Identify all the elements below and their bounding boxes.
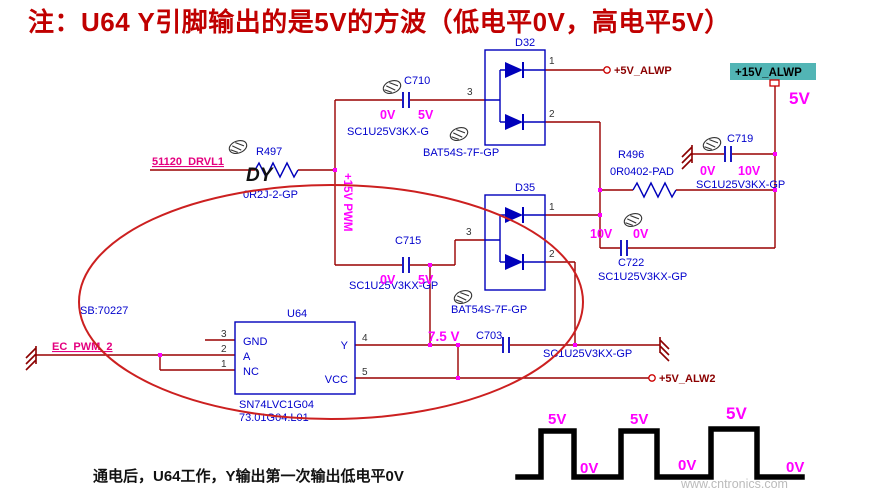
watermark: www.cntronics.com <box>680 477 788 491</box>
d32-pin-number-1: 1 <box>549 56 555 67</box>
capacitor-c719-symbol <box>724 146 732 162</box>
power-port-marker-15v <box>769 79 780 87</box>
net-label-15v-pwm: +15V PWM <box>341 173 353 231</box>
c722-value: SC1U25V3KX-GP <box>598 271 687 283</box>
r496-ref: R496 <box>618 149 644 161</box>
diode-d35-box <box>484 194 546 291</box>
y-pin-voltage-annotation: 7.5 V <box>428 329 460 344</box>
c703-value: SC1U25V3KX-GP <box>543 348 632 360</box>
pencil-mark-c710 <box>382 80 402 94</box>
pencil-mark-d35 <box>453 290 473 304</box>
capacitor-c703-symbol <box>502 337 510 353</box>
u64-pin-number-5: 5 <box>362 367 368 378</box>
highlight-ellipse <box>78 184 584 420</box>
d35-pin-number-1: 1 <box>549 202 555 213</box>
highlight-box-15v-alwp <box>730 63 816 80</box>
resistor-r496-symbol <box>632 181 677 199</box>
u64-pin-number-2: 2 <box>221 344 227 355</box>
d32-part: BAT54S-7F-GP <box>423 147 499 159</box>
wave-low-label-1: 0V <box>580 460 598 477</box>
pencil-mark-d32 <box>449 127 469 141</box>
net-label-51120-drvl1: 51120_DRVL1 <box>152 156 224 168</box>
r497-value: 0R2J-2-GP <box>243 189 298 201</box>
15v-rail-voltage-annotation: 5V <box>789 89 810 108</box>
diode-d32-top-triangle <box>505 62 523 78</box>
wave-low-label-3: 0V <box>786 459 804 476</box>
c722-voltage-right: 0V <box>633 227 649 241</box>
c703-ref: C703 <box>476 330 502 342</box>
power-port-15v-alwp: +15V_ALWP <box>735 67 802 79</box>
c710-ref: C710 <box>404 75 430 87</box>
c710-voltage-right: 5V <box>418 108 434 122</box>
power-port-circle-5v-alwp <box>603 66 611 74</box>
u64-part: SN74LVC1G04 <box>239 399 314 411</box>
ground-symbol-c703 <box>659 337 670 362</box>
c719-voltage-left: 0V <box>700 164 716 178</box>
u64-pin-number-3: 3 <box>221 329 227 340</box>
capacitor-c710-symbol <box>402 92 410 108</box>
c715-value: SC1U25V3KX-GP <box>349 280 438 292</box>
pencil-mark-c719 <box>702 137 722 151</box>
pencil-mark-r497 <box>228 140 248 154</box>
page-title: 注：U64 Y引脚输出的是5V的方波（低电平0V，高电平5V） <box>28 7 731 37</box>
wave-high-label-2: 5V <box>630 411 648 428</box>
u64-pin-vcc-label: VCC <box>325 374 348 386</box>
d32-pin-number-2: 2 <box>549 109 555 120</box>
c715-ref: C715 <box>395 235 421 247</box>
c719-ref: C719 <box>727 133 753 145</box>
sb-annotation: SB:70227 <box>80 305 128 317</box>
square-wave-drawing <box>515 426 805 480</box>
footer-note: 通电后，U64工作，Y输出第一次输出低电平0V <box>93 467 404 485</box>
wave-high-label-3: 5V <box>726 404 747 423</box>
u64-ref: U64 <box>287 308 307 320</box>
power-port-5v-alwp: +5V_ALWP <box>614 65 672 77</box>
u64-box <box>234 321 356 395</box>
r496-value: 0R0402-PAD <box>610 166 674 178</box>
c719-voltage-right: 10V <box>738 164 761 178</box>
u64-part2: 73.01G04.L01 <box>239 412 309 424</box>
resistor-r497-symbol <box>254 161 299 179</box>
diode-d32-box <box>484 49 546 146</box>
ground-symbol-c719 <box>681 145 693 170</box>
d32-ref: D32 <box>515 37 535 49</box>
wave-low-label-2: 0V <box>678 457 696 474</box>
u64-pin-gnd-label: GND <box>243 336 268 348</box>
c722-ref: C722 <box>618 257 644 269</box>
c715-voltage-left: 0V <box>380 273 396 287</box>
u64-pin-nc-label: NC <box>243 366 259 378</box>
u64-pin-number-4: 4 <box>362 333 368 344</box>
c719-value: SC1U25V3KX-GP <box>696 179 785 191</box>
power-port-circle-5v-alw2 <box>648 374 656 382</box>
sheet-connector-left <box>25 346 37 371</box>
d35-part: BAT54S-7F-GP <box>451 304 527 316</box>
u64-pin-a-label: A <box>243 351 251 363</box>
diode-d32-internal-wires <box>485 69 545 123</box>
u64-pin-y-label: Y <box>341 340 349 352</box>
d35-pin-number-2: 2 <box>549 249 555 260</box>
c710-value: SC1U25V3KX-G <box>347 126 429 138</box>
d35-pin-number-3: 3 <box>466 227 472 238</box>
power-port-5v-alw2: +5V_ALW2 <box>659 373 716 385</box>
capacitor-c722-symbol <box>620 240 628 256</box>
capacitor-c715-symbol <box>402 257 410 273</box>
handwritten-dy-annotation: DY <box>246 165 275 186</box>
c722-voltage-left: 10V <box>590 227 613 241</box>
wave-high-label-1: 5V <box>548 411 566 428</box>
d32-pin-number-3: 3 <box>467 87 473 98</box>
c715-voltage-right: 5V <box>418 273 434 287</box>
wire-segments <box>36 69 776 379</box>
diode-d35-bottom-triangle <box>505 254 523 270</box>
r497-ref: R497 <box>256 146 282 158</box>
u64-pin-number-1: 1 <box>221 359 227 370</box>
d35-ref: D35 <box>515 182 535 194</box>
net-label-ec-pwm-2: EC_PWM_2 <box>52 341 113 353</box>
c710-voltage-left: 0V <box>380 108 396 122</box>
diode-d35-internal-wires <box>485 214 545 263</box>
pencil-mark-c722 <box>623 213 643 227</box>
diode-d32-bottom-triangle <box>505 114 523 130</box>
